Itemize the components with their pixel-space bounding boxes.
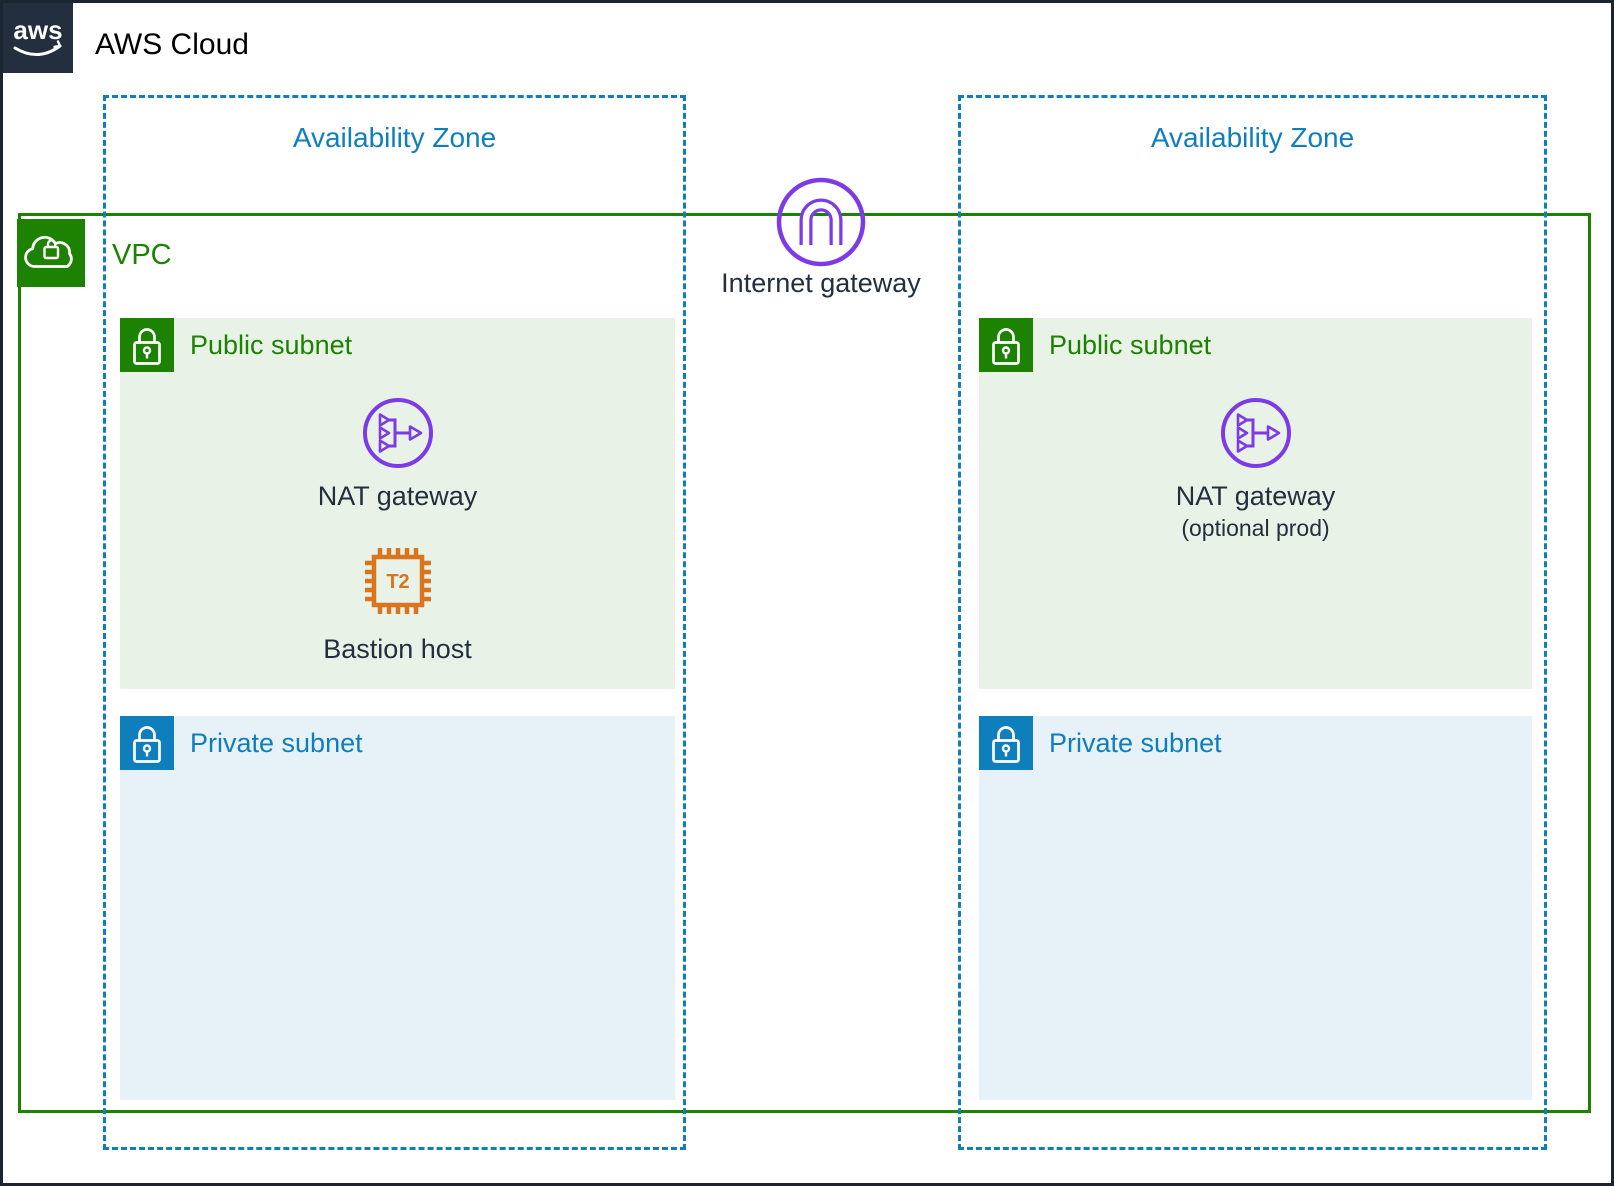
- t2-instance-icon: T2: [364, 548, 431, 614]
- public-subnet-lock-icon: [120, 318, 174, 372]
- public-subnet-left: Public subnet NAT gateway T2 Bastion hos…: [120, 318, 675, 689]
- private-subnet-left: Private subnet: [120, 716, 675, 1100]
- nat-gateway-icon: [362, 398, 433, 468]
- vpc-icon: [17, 219, 85, 287]
- t2-chip-label: T2: [386, 571, 409, 593]
- nat-gateway-label: NAT gateway: [1175, 481, 1336, 511]
- nat-gateway-label: NAT gateway: [317, 481, 478, 511]
- private-subnet-lock-icon: [979, 716, 1033, 770]
- availability-zone-right: Availability Zone Public subnet: [958, 95, 1547, 1150]
- private-subnet-label: Private subnet: [190, 728, 363, 758]
- public-subnet-lock-icon: [979, 318, 1033, 372]
- availability-zone-left: Availability Zone Public subnet: [103, 95, 686, 1150]
- private-subnet-right: Private subnet: [979, 716, 1532, 1100]
- private-subnet-lock-icon: [120, 716, 174, 770]
- nat-gateway-sublabel: (optional prod): [1181, 515, 1330, 541]
- aws-cloud-title: AWS Cloud: [95, 28, 249, 61]
- public-subnet-label: Public subnet: [1049, 330, 1212, 360]
- public-subnet-right: Public subnet NAT gateway (optional prod…: [979, 318, 1532, 689]
- availability-zone-label: Availability Zone: [292, 122, 497, 153]
- availability-zone-label: Availability Zone: [1150, 122, 1355, 153]
- aws-logo-text: aws: [13, 15, 62, 45]
- internet-gateway-icon: [773, 174, 869, 270]
- public-subnet-label: Public subnet: [190, 330, 353, 360]
- internet-gateway-label: Internet gateway: [721, 268, 921, 298]
- vpc-label: VPC: [112, 239, 172, 271]
- private-subnet-label: Private subnet: [1049, 728, 1222, 758]
- nat-gateway-icon: [1220, 398, 1291, 468]
- bastion-host-label: Bastion host: [323, 634, 472, 664]
- aws-logo-icon: aws: [3, 3, 73, 73]
